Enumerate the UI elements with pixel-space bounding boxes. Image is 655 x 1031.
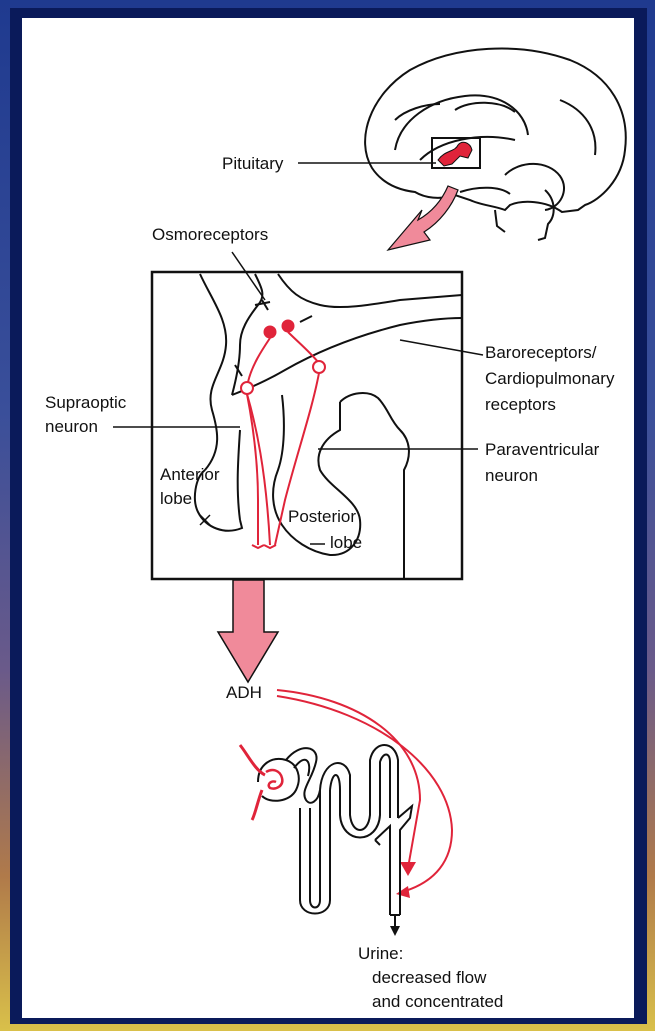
osmoreceptor-cell-2 — [283, 321, 294, 332]
supraoptic-soma — [241, 382, 253, 394]
anterior-label-2: lobe — [160, 489, 192, 508]
osmoreceptors-label: Osmoreceptors — [152, 225, 268, 244]
paraventricular-label-2: neuron — [485, 466, 538, 485]
pituitary-label: Pituitary — [222, 154, 284, 173]
osmoreceptor-cell-1 — [265, 327, 276, 338]
adh-label: ADH — [226, 683, 262, 702]
paraventricular-label-1: Paraventricular — [485, 440, 600, 459]
baroreceptors-label-3: receptors — [485, 395, 556, 414]
supraoptic-label-2: neuron — [45, 417, 98, 436]
urine-label-3: and concentrated — [372, 992, 503, 1011]
paraventricular-soma — [313, 361, 325, 373]
anterior-label-1: Anterior — [160, 465, 220, 484]
posterior-label-1: Posterior — [288, 507, 356, 526]
urine-label-2: decreased flow — [372, 968, 487, 987]
baroreceptors-label-2: Cardiopulmonary — [485, 369, 615, 388]
supraoptic-label-1: Supraoptic — [45, 393, 127, 412]
posterior-label-2: lobe — [330, 533, 362, 552]
urine-label-1: Urine: — [358, 944, 403, 963]
baroreceptors-label-1: Baroreceptors/ — [485, 343, 597, 362]
